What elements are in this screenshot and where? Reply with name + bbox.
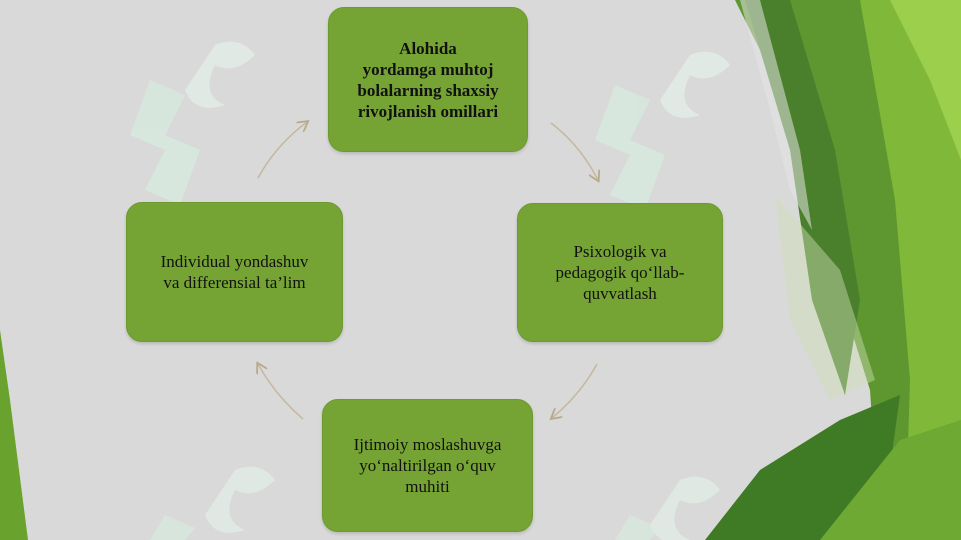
right-sheen-top bbox=[740, 0, 812, 230]
right-green-band-light bbox=[860, 0, 961, 540]
node-personal-development-factors: Alohida yordamga muhtoj bolalarning shax… bbox=[328, 7, 528, 152]
node-text-line: muhiti bbox=[405, 477, 450, 496]
watermark-logo-left bbox=[130, 41, 255, 205]
node-text-line: pedagogik qo‘llab- bbox=[555, 263, 685, 282]
right-bottom-light-wedge bbox=[820, 420, 961, 540]
node-text-line: Alohida bbox=[399, 38, 457, 58]
right-sheen-mid bbox=[775, 195, 875, 400]
node-text-line: quvvatlash bbox=[583, 284, 657, 303]
node-text-line: Individual yondashuv bbox=[160, 252, 309, 271]
left-green-accent bbox=[0, 330, 28, 540]
node-text-line: va differensial ta’lim bbox=[163, 273, 306, 292]
arrow-right-to-bottom bbox=[552, 363, 598, 418]
node-psychological-support: Psixologik va pedagogik qo‘llab- quvvatl… bbox=[517, 203, 723, 342]
watermark-logo-bottom-right bbox=[615, 476, 720, 540]
node-text-line: yo‘naltirilgan o‘quv bbox=[359, 456, 496, 475]
watermark-logo-bottom-left bbox=[150, 466, 275, 540]
right-green-highlight bbox=[890, 0, 961, 160]
node-individual-approach: Individual yondashuv va differensial ta’… bbox=[126, 202, 343, 342]
node-text-line: rivojlanish omillari bbox=[357, 101, 499, 121]
arrow-bottom-to-left bbox=[258, 364, 304, 420]
node-text-line: bolalarning shaxsiy bbox=[357, 80, 499, 100]
arrow-left-to-top bbox=[257, 122, 307, 179]
node-text-line: Ijtimoiy moslashuvga bbox=[353, 435, 502, 454]
node-text-line: Psixologik va bbox=[573, 242, 667, 261]
node-social-adaptation-environment: Ijtimoiy moslashuvga yo‘naltirilgan o‘qu… bbox=[322, 399, 533, 532]
node-text-line: yordamga muhtoj bbox=[362, 59, 494, 79]
arrow-top-to-right bbox=[550, 122, 598, 180]
watermark-logo-right bbox=[595, 51, 730, 210]
